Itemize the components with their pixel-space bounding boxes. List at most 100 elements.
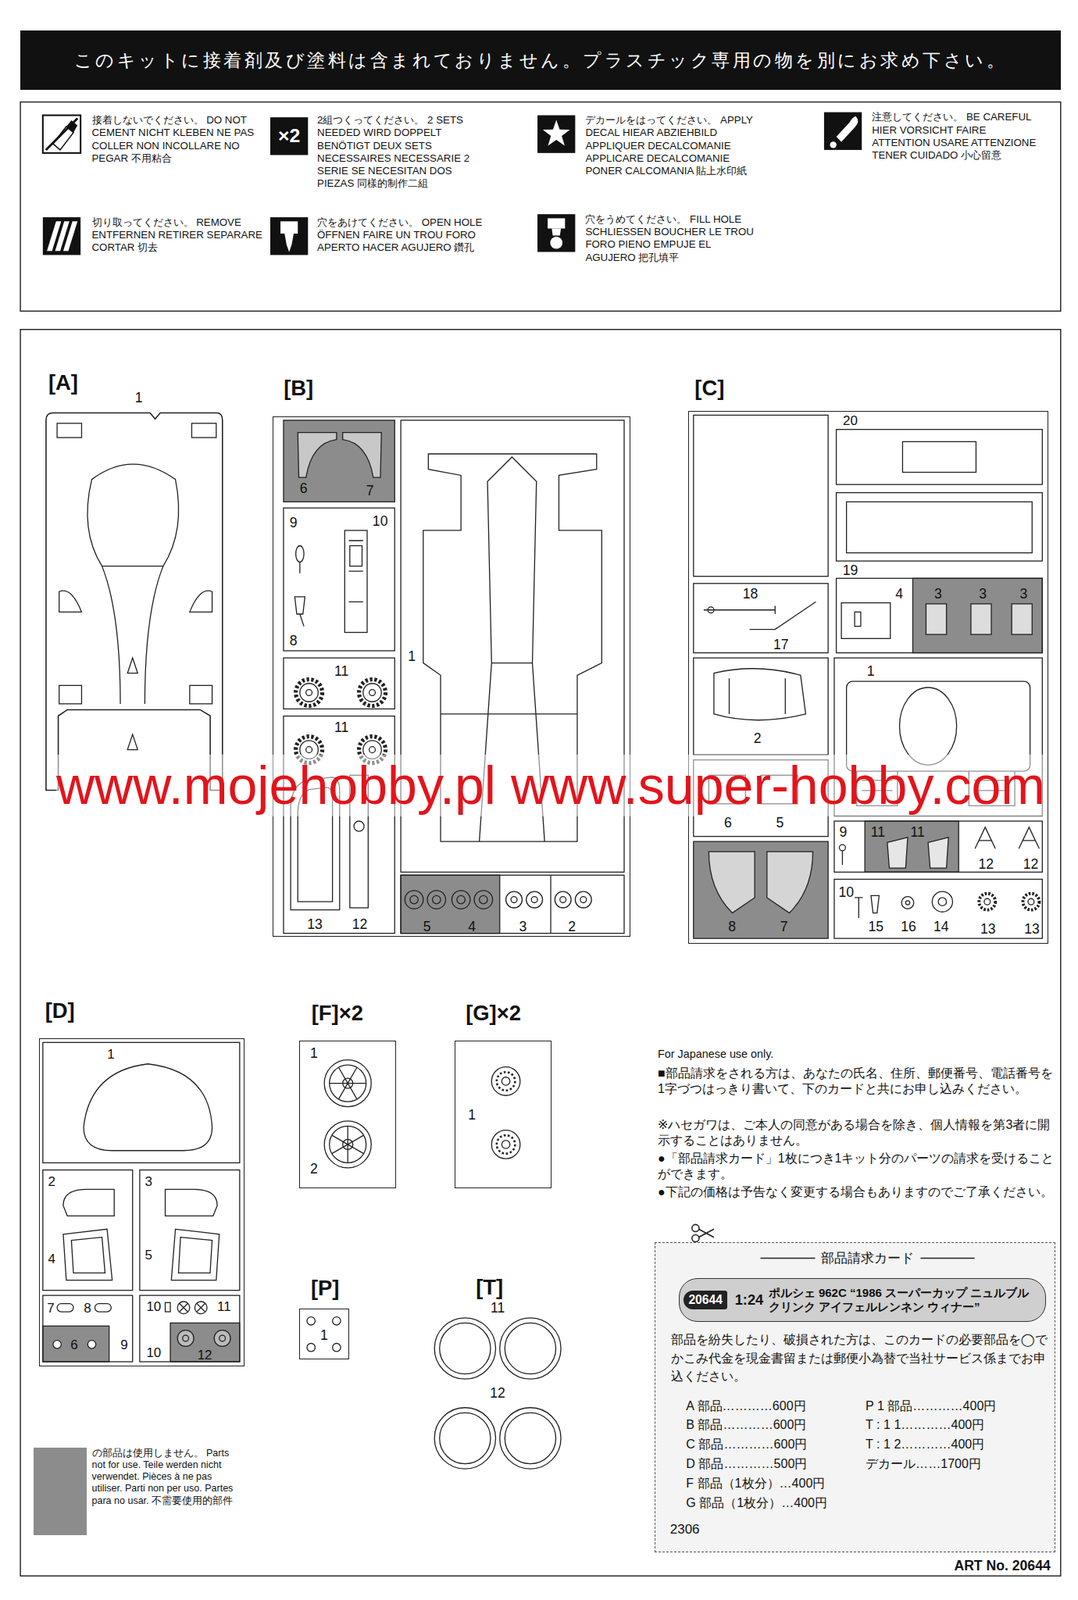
icon-label: ×2 <box>278 124 300 148</box>
symbol-icon <box>537 115 575 154</box>
part-drawing <box>63 1228 113 1280</box>
part-drawing <box>526 891 543 908</box>
sprue-frame: [C]2019184333171265911111212108715161413… <box>688 410 1049 944</box>
part-number: 16 <box>900 918 917 935</box>
part-number: 11 <box>910 824 925 840</box>
part-number: 14 <box>933 918 950 935</box>
part-drawing <box>838 844 846 851</box>
symbol-icon <box>829 141 836 148</box>
part-number: 5 <box>423 918 432 935</box>
price-line: G 部品（1枚分）…400円 <box>685 1495 828 1510</box>
price-line: D 部品…………500円 <box>685 1456 807 1471</box>
part-drawing <box>219 1335 226 1342</box>
part-number: 19 <box>842 561 859 578</box>
part-drawing <box>179 1303 188 1312</box>
part-drawing <box>978 893 996 911</box>
part-number: 4 <box>467 918 476 935</box>
legend-text: 注意してください。 BE CAREFUL HIER VORSICHT FAIRE… <box>871 110 1043 162</box>
part-drawing <box>296 546 304 563</box>
part-drawing <box>501 1077 510 1086</box>
sprue-compartment <box>836 578 1043 653</box>
symbol-icon <box>836 116 859 143</box>
sprue-compartment <box>283 716 395 934</box>
sprue-compartment <box>139 1295 240 1362</box>
part-number: 4 <box>48 1251 56 1268</box>
order-note: For Japanese use only. <box>657 1047 774 1061</box>
part-number: 8 <box>83 1300 91 1317</box>
sprue-label: [C] <box>694 375 725 401</box>
part-drawing <box>329 1125 367 1163</box>
part-drawing <box>846 501 1033 553</box>
part-drawing <box>928 837 949 868</box>
price-line: T : 1 2…………400円 <box>865 1436 985 1451</box>
part-number: 18 <box>742 585 759 601</box>
legend-text: デカールをはってください。 APPLY DECAL HIEAR ABZIEHBI… <box>585 114 757 178</box>
part-drawing <box>767 851 814 913</box>
page-frame <box>20 102 1061 1577</box>
part-number: 11 <box>870 824 886 840</box>
legend-text: の部品は使用しません。 Parts not for use. Teile wer… <box>92 1447 237 1507</box>
part-number: 6 <box>70 1337 78 1353</box>
kit-scale: 1:24 <box>735 1291 764 1308</box>
part-number: 11 <box>334 663 349 679</box>
part-drawing <box>331 1125 365 1163</box>
part-number: 10 <box>838 884 855 900</box>
part-drawing <box>854 611 861 626</box>
part-drawing <box>102 566 164 704</box>
symbol-icon <box>537 214 575 252</box>
part-drawing <box>510 896 518 904</box>
symbol-icon <box>42 217 81 255</box>
card-title: 部品請求カード <box>814 1250 921 1267</box>
part-number: 8 <box>289 631 298 648</box>
part-number: 11 <box>217 1299 232 1316</box>
sprue-label: [D] <box>45 998 75 1024</box>
part-number: 6 <box>299 480 308 497</box>
sprue-compartment <box>283 657 395 709</box>
kit-number: 20644 <box>683 1290 728 1310</box>
sprue-compartment <box>42 1042 240 1163</box>
symbol-icon <box>284 233 294 253</box>
part-drawing <box>177 1301 190 1314</box>
part-number: 5 <box>145 1247 153 1264</box>
part-drawing <box>499 1317 561 1379</box>
part-number: 11 <box>490 1299 505 1316</box>
part-drawing <box>707 606 714 614</box>
sprue-frame: [B]6791018111113125432 <box>272 416 631 937</box>
watermark: www.mojehobby.pl www.super-hobby.com <box>56 754 1046 816</box>
part-number: 11 <box>334 718 349 735</box>
part-drawing <box>574 891 592 908</box>
sprue-compartment <box>139 1170 240 1291</box>
sprue-compartment <box>693 414 829 576</box>
symbol-icon <box>542 119 571 146</box>
sprue-frame: [G]×21 <box>454 1040 552 1189</box>
part-number: 10 <box>146 1299 161 1316</box>
part-drawing <box>189 685 213 704</box>
part-number: 2 <box>567 918 576 935</box>
part-drawing <box>703 601 817 629</box>
part-drawing <box>332 1343 341 1352</box>
symbol-icon <box>280 221 298 234</box>
symbol-icon <box>63 221 78 251</box>
part-drawing <box>901 896 914 910</box>
sprue-compartment <box>42 1295 133 1362</box>
sprue-frame: [P]1 <box>299 1308 350 1360</box>
price-line: C 部品…………600円 <box>685 1436 807 1451</box>
part-number: 2 <box>753 730 762 747</box>
unused-parts-area <box>42 420 1043 1362</box>
part-drawing <box>501 1140 510 1149</box>
part-number: 15 <box>867 918 884 935</box>
part-drawing <box>905 900 910 905</box>
part-number: 12 <box>489 1384 506 1401</box>
sprue-frame: [D]12345781011691012 <box>39 1038 246 1367</box>
part-drawing <box>299 561 300 573</box>
sprue-label: [G]×2 <box>465 1001 522 1027</box>
part-drawing <box>491 1130 521 1160</box>
price-line: F 部品（1枚分）…400円 <box>685 1475 825 1490</box>
part-number: 12 <box>978 855 994 871</box>
sprue-compartment <box>42 414 1043 1362</box>
unused-parts-area <box>864 820 959 872</box>
unused-parts-area <box>693 841 829 939</box>
part-drawing <box>194 1301 208 1314</box>
price-line: P 1 部品…………400円 <box>865 1398 996 1413</box>
part-number: 9 <box>289 514 298 531</box>
